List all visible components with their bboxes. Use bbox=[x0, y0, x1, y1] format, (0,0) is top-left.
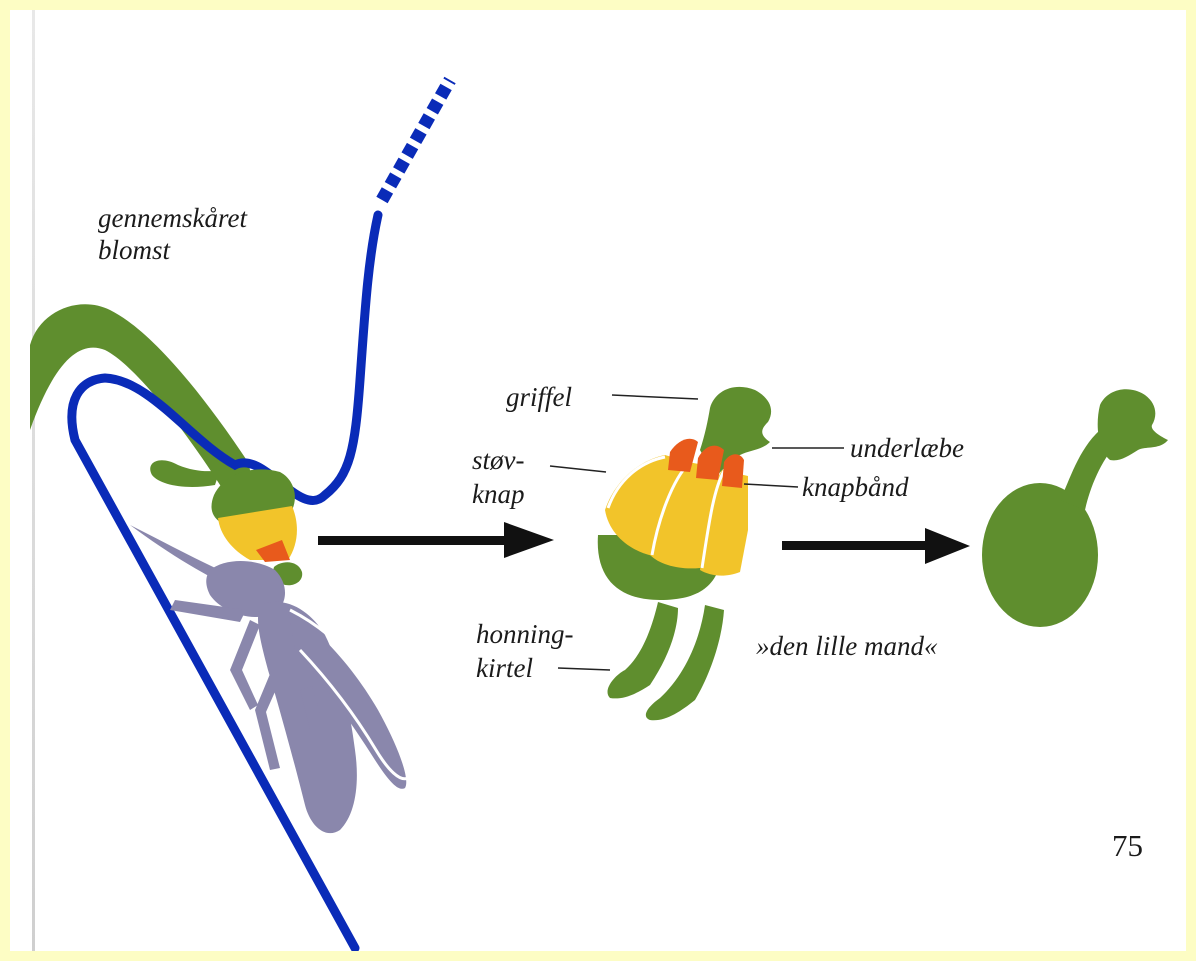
stamen-organ-enlarged bbox=[598, 387, 771, 720]
label-nectary-line2: kirtel bbox=[476, 654, 533, 683]
flower-tube-dashes bbox=[382, 80, 450, 200]
label-underlaebe: underlæbe bbox=[850, 434, 964, 463]
label-cut-flower-line1: gennemskåret bbox=[98, 204, 247, 233]
arrow-right-2 bbox=[782, 528, 970, 564]
book-page: gennemskåret blomst griffel støv- knap u… bbox=[10, 10, 1186, 951]
label-anther-line1: støv- bbox=[472, 446, 524, 475]
leader-line-stovknap bbox=[550, 466, 606, 472]
label-anther-line2: knap bbox=[472, 480, 524, 509]
little-man-shape bbox=[982, 389, 1168, 627]
arrow-right-1 bbox=[318, 522, 554, 558]
label-little-man: »den lille mand« bbox=[756, 632, 937, 661]
label-cut-flower-line2: blomst bbox=[98, 236, 170, 265]
leader-line-honningkirtel bbox=[558, 668, 610, 670]
leader-line-griffel bbox=[612, 395, 698, 399]
label-griffel: griffel bbox=[506, 383, 572, 412]
pollination-diagram bbox=[10, 10, 1186, 951]
label-nectary-line1: honning- bbox=[476, 620, 574, 649]
label-knapband: knapbånd bbox=[802, 473, 908, 502]
leader-line-knapband bbox=[744, 484, 798, 487]
flower-petal-green bbox=[30, 304, 252, 488]
page-number: 75 bbox=[1112, 828, 1143, 864]
